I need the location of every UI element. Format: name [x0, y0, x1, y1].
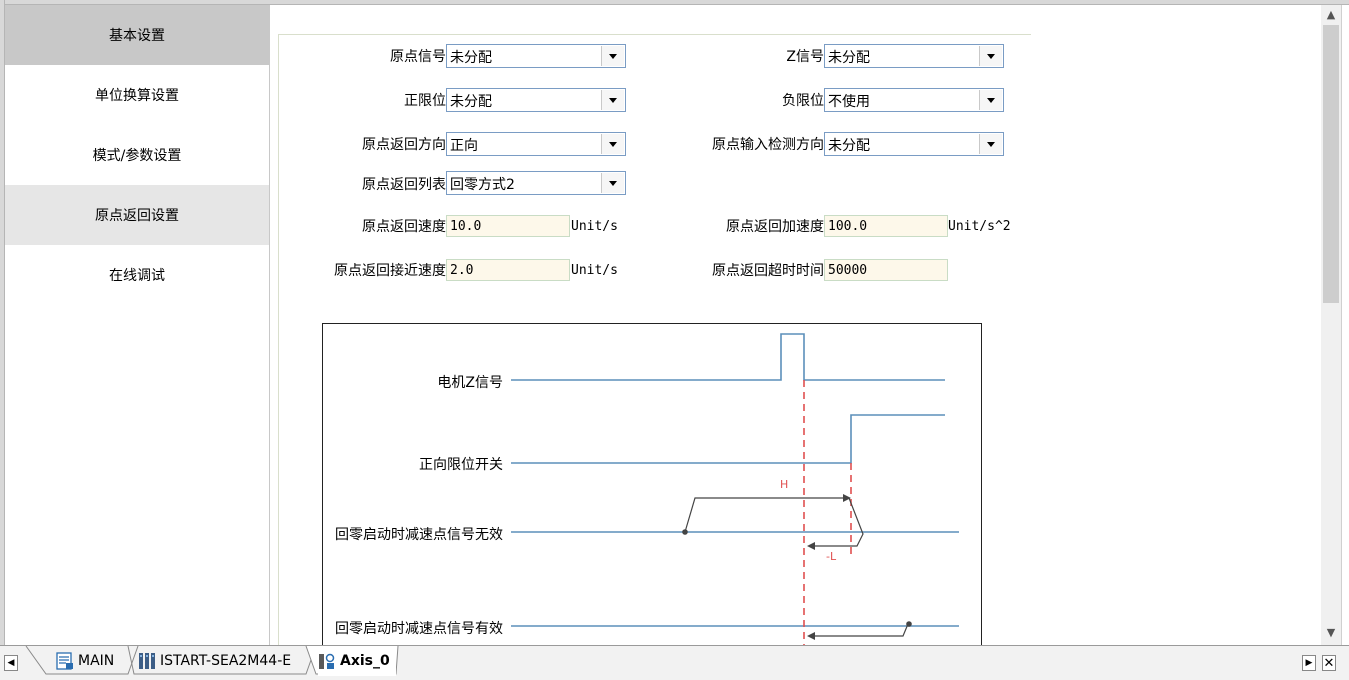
sidebar-item-mode-parameters[interactable]: 模式/参数设置	[92, 148, 182, 164]
homing-timing-diagram: 电机Z信号 正向限位开关 回零启动时减速点信号无效 回零启动时减速点信号有效	[322, 323, 982, 645]
sidebar-item-basic-settings[interactable]: 基本设置	[5, 5, 269, 65]
tab-scroll-left-icon[interactable]: ◀	[4, 655, 18, 671]
input-detect-direction-select[interactable]: 未分配	[824, 132, 1004, 156]
z-signal-label: Z信号	[786, 49, 824, 65]
panel-border	[278, 34, 279, 645]
timeout-label: 原点返回超时时间	[712, 263, 824, 279]
mark-l-label: -L	[826, 550, 837, 563]
limit-switch-waveform	[511, 414, 945, 464]
origin-signal-value: 未分配	[450, 50, 492, 66]
settings-sidebar: 基本设置 单位换算设置 模式/参数设置 原点返回设置 在线调试	[5, 5, 270, 645]
return-direction-select[interactable]: 正向	[446, 132, 626, 156]
return-speed-label: 原点返回速度	[362, 219, 446, 235]
tab-label: MAIN	[78, 653, 115, 669]
z-signal-value: 未分配	[828, 50, 870, 66]
input-detect-direction-value: 未分配	[828, 138, 870, 154]
homing-path-valid	[809, 623, 909, 637]
origin-signal-label: 原点信号	[390, 49, 446, 65]
scroll-up-icon[interactable]: ▲	[1326, 7, 1336, 21]
return-accel-unit: Unit/s^2	[948, 219, 1011, 234]
z-signal-select[interactable]: 未分配	[824, 44, 1004, 68]
negative-limit-select[interactable]: 不使用	[824, 88, 1004, 112]
tab-axis-0[interactable]: Axis_0	[318, 646, 396, 676]
start-point-icon	[906, 621, 912, 627]
return-list-label: 原点返回列表	[362, 177, 446, 193]
chevron-down-icon[interactable]	[601, 134, 624, 154]
panel-border	[278, 34, 1031, 35]
tab-main[interactable]: MAIN	[56, 646, 128, 676]
approach-speed-label: 原点返回接近速度	[334, 263, 446, 279]
start-point-icon	[682, 529, 688, 535]
chevron-down-icon[interactable]	[979, 134, 1002, 154]
sidebar-item-online-debug[interactable]: 在线调试	[109, 268, 165, 284]
approach-speed-input[interactable]	[446, 259, 570, 281]
tab-istart-device[interactable]: ISTART-SEA2M44-E	[138, 646, 304, 676]
tab-scroll-right-icon[interactable]: ▶	[1302, 655, 1316, 671]
window-frame-top	[0, 0, 1349, 5]
tab-label: ISTART-SEA2M44-E	[160, 653, 292, 669]
window-frame-left	[0, 0, 5, 646]
input-detect-direction-label: 原点输入检测方向	[712, 137, 824, 153]
origin-signal-select[interactable]: 未分配	[446, 44, 626, 68]
decel-signal-invalid-label: 回零启动时减速点信号无效	[335, 527, 503, 543]
program-icon	[56, 652, 73, 670]
positive-limit-value: 未分配	[450, 94, 492, 110]
document-tab-bar: ◀ MAIN ISTART-SEA2M44-E Axis_0 ▶ ✕	[0, 645, 1349, 680]
timing-waveforms: H -L	[511, 333, 959, 645]
scroll-down-icon[interactable]: ▼	[1326, 625, 1336, 639]
vertical-scrollbar[interactable]: ▲ ▼	[1321, 5, 1341, 645]
close-icon[interactable]: ✕	[1322, 655, 1336, 671]
return-accel-label: 原点返回加速度	[726, 219, 824, 235]
arrow-left-icon	[807, 542, 815, 550]
return-list-select[interactable]: 回零方式2	[446, 171, 626, 195]
return-direction-value: 正向	[450, 138, 478, 154]
axis-icon	[319, 653, 335, 669]
homing-settings-panel: 原点信号 未分配 Z信号 未分配 正限位 未分配 负限位 不使用 原点返回方向 …	[270, 5, 1320, 645]
window-frame-right	[1341, 5, 1349, 645]
positive-limit-select[interactable]: 未分配	[446, 88, 626, 112]
positive-limit-label: 正限位	[404, 93, 446, 109]
homing-path-forward	[684, 497, 849, 533]
z-signal-waveform	[511, 333, 945, 381]
sidebar-item-homing-settings[interactable]: 原点返回设置	[5, 185, 269, 245]
device-icon	[139, 653, 155, 669]
chevron-down-icon[interactable]	[601, 173, 624, 193]
chevron-down-icon[interactable]	[601, 46, 624, 66]
chevron-down-icon[interactable]	[979, 90, 1002, 110]
arrow-right-icon	[843, 494, 851, 502]
chevron-down-icon[interactable]	[979, 46, 1002, 66]
scrollbar-thumb[interactable]	[1323, 25, 1339, 303]
return-direction-label: 原点返回方向	[362, 137, 446, 153]
negative-limit-label: 负限位	[782, 93, 824, 109]
sidebar-item-unit-conversion[interactable]: 单位换算设置	[95, 88, 179, 104]
tab-label: Axis_0	[340, 653, 390, 669]
negative-limit-value: 不使用	[828, 94, 870, 110]
positive-limit-switch-label: 正向限位开关	[419, 457, 503, 473]
motor-z-signal-label: 电机Z信号	[437, 375, 503, 391]
return-list-value: 回零方式2	[450, 177, 515, 193]
timeout-input[interactable]	[824, 259, 948, 281]
arrow-left-icon	[807, 632, 815, 640]
mark-h-label: H	[780, 478, 788, 491]
return-accel-input[interactable]	[824, 215, 948, 237]
return-speed-unit: Unit/s	[571, 219, 618, 234]
approach-speed-unit: Unit/s	[571, 263, 618, 278]
homing-path-return	[809, 497, 864, 547]
return-speed-input[interactable]	[446, 215, 570, 237]
chevron-down-icon[interactable]	[601, 90, 624, 110]
decel-signal-valid-label: 回零启动时减速点信号有效	[335, 621, 503, 637]
